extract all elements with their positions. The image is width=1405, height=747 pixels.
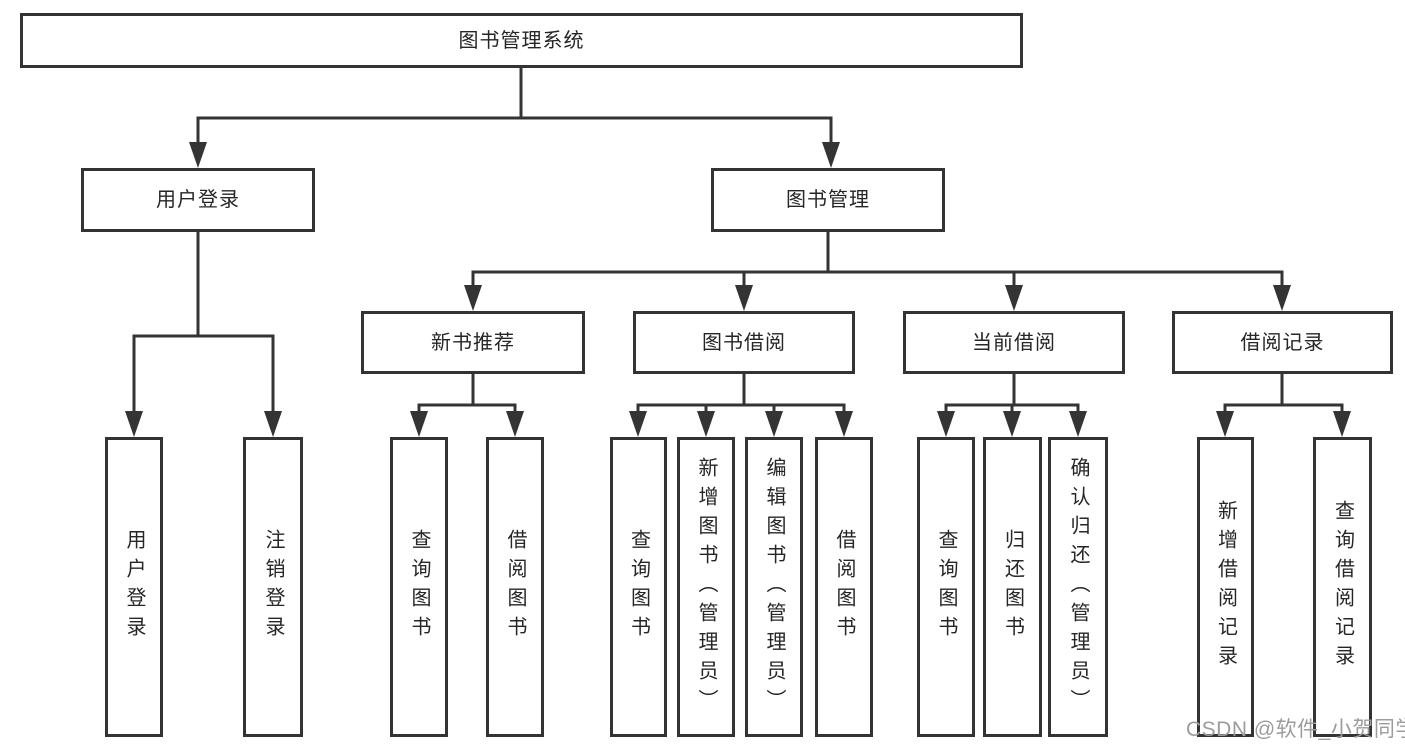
arrowhead-down-icon <box>1003 411 1021 437</box>
arrowhead-down-icon <box>1216 411 1234 437</box>
arrowhead-down-icon <box>937 411 955 437</box>
node-book-management: 图书管理 <box>711 168 945 232</box>
node-new-book-recommend: 新书推荐 <box>361 311 585 374</box>
arrowhead-down-icon <box>1333 411 1351 437</box>
node-label-borrow-borrow-book: 借阅图书 <box>833 529 855 645</box>
node-add-borrow-record: 新增借阅记录 <box>1197 437 1254 737</box>
node-label-borrow-edit-book-admin: 编辑图书（管理员） <box>763 456 785 718</box>
arrowhead-down-icon <box>765 411 783 437</box>
node-borrow-borrow-book: 借阅图书 <box>815 437 873 737</box>
arrowhead-down-icon <box>629 411 647 437</box>
node-current-borrowing: 当前借阅 <box>903 311 1125 374</box>
node-label-leaf-logout: 注销登录 <box>262 529 284 645</box>
node-borrow-add-book-admin: 新增图书（管理员） <box>677 437 735 737</box>
watermark-text: CSDN @软件_小贺同学 <box>1186 718 1405 741</box>
node-leaf-user-login: 用户登录 <box>105 437 163 737</box>
arrowhead-down-icon <box>835 411 853 437</box>
node-label-new-book-recommend: 新书推荐 <box>431 331 515 354</box>
node-label-current-return-book: 归还图书 <box>1001 529 1024 645</box>
node-book-borrowing: 图书借阅 <box>633 311 855 374</box>
node-label-add-borrow-record: 新增借阅记录 <box>1214 500 1237 674</box>
node-label-book-management: 图书管理 <box>786 189 870 211</box>
node-borrowing-records: 借阅记录 <box>1172 311 1393 374</box>
arrowhead-down-icon <box>697 411 715 437</box>
node-label-borrow-query-book: 查询图书 <box>627 529 650 645</box>
arrowhead-down-icon <box>264 411 282 437</box>
arrowhead-down-icon <box>1005 285 1023 311</box>
arrowhead-down-icon <box>506 411 524 437</box>
arrowhead-down-icon <box>125 411 143 437</box>
node-confirm-return-admin: 确认归还（管理员） <box>1048 437 1108 737</box>
arrowhead-down-icon <box>464 285 482 311</box>
arrowhead-down-icon <box>822 142 840 168</box>
node-label-book-borrowing: 图书借阅 <box>702 331 786 354</box>
node-rec-borrow-book: 借阅图书 <box>486 437 544 737</box>
arrowhead-down-icon <box>735 285 753 311</box>
node-query-borrow-record: 查询借阅记录 <box>1313 437 1372 737</box>
node-current-return-book: 归还图书 <box>983 437 1042 737</box>
arrowhead-down-icon <box>410 411 428 437</box>
node-leaf-logout: 注销登录 <box>243 437 303 737</box>
node-label-user-login: 用户登录 <box>156 189 240 211</box>
node-rec-query-book: 查询图书 <box>390 437 448 737</box>
node-label-current-borrowing: 当前借阅 <box>972 331 1056 354</box>
arrowhead-down-icon <box>1069 411 1087 437</box>
node-label-current-query-book: 查询图书 <box>935 529 957 645</box>
node-current-query-book: 查询图书 <box>917 437 975 737</box>
node-borrow-query-book: 查询图书 <box>610 437 667 737</box>
node-label-rec-query-book: 查询图书 <box>408 529 430 645</box>
node-root-system: 图书管理系统 <box>20 13 1023 68</box>
arrowhead-down-icon <box>189 142 207 168</box>
node-borrow-edit-book-admin: 编辑图书（管理员） <box>745 437 803 737</box>
node-label-rec-borrow-book: 借阅图书 <box>504 529 526 645</box>
node-label-confirm-return-admin: 确认归还（管理员） <box>1067 456 1089 718</box>
node-label-query-borrow-record: 查询借阅记录 <box>1331 500 1354 674</box>
node-label-borrowing-records: 借阅记录 <box>1240 331 1325 354</box>
node-label-leaf-user-login: 用户登录 <box>123 529 145 645</box>
node-label-root-system: 图书管理系统 <box>458 29 585 52</box>
arrowhead-down-icon <box>1273 285 1291 311</box>
node-user-login: 用户登录 <box>81 168 315 232</box>
node-label-borrow-add-book-admin: 新增图书（管理员） <box>695 456 717 718</box>
